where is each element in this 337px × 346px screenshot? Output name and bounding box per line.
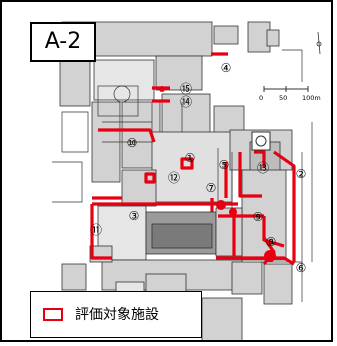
scale-tick-50: 50 xyxy=(279,94,287,102)
facility-13-symbol xyxy=(251,131,271,151)
site-outlines xyxy=(52,49,313,332)
scale-tick-0: 0 xyxy=(259,94,263,102)
map-label: A-2 xyxy=(30,22,96,62)
marker-6: ⑥ xyxy=(296,261,307,275)
marker-10: ⑩ xyxy=(127,136,138,150)
evaluated-facilities xyxy=(90,52,296,266)
buildings xyxy=(59,21,293,340)
marker-5: ⑤ xyxy=(219,158,230,172)
marker-1: ① xyxy=(185,151,196,165)
marker-11: ⑪ xyxy=(90,223,102,237)
scale-tick-100m: 100m xyxy=(302,94,321,102)
marker-8: ⑧ xyxy=(266,235,277,249)
marker-14: ⑭ xyxy=(180,95,192,109)
marker-4: ④ xyxy=(221,61,232,75)
marker-13: ⑬ xyxy=(257,161,269,175)
north-arrow-icon xyxy=(316,31,322,55)
scale-bar xyxy=(263,86,309,92)
legend-swatch xyxy=(43,308,63,321)
legend-label: 評価対象施設 xyxy=(75,307,159,323)
marker-3: ③ xyxy=(129,209,140,223)
facility-markers: ① ② ③ ④ ⑤ ⑥ ⑦ ⑧ ⑨ ⑩ ⑪ ⑫ ⑬ ⑭ ⑮ xyxy=(90,61,306,275)
facility-map: 0 50 100m ① ② ③ ④ ⑤ ⑥ ⑦ ⑧ ⑨ ⑩ ⑪ ⑫ ⑬ ⑭ ⑮ … xyxy=(0,0,333,342)
facility-junctions xyxy=(159,86,276,262)
marker-12: ⑫ xyxy=(168,171,180,185)
marker-15: ⑮ xyxy=(180,82,192,96)
legend: 評価対象施設 xyxy=(30,291,202,338)
site-plan: 0 50 100m ① ② ③ ④ ⑤ ⑥ ⑦ ⑧ ⑨ ⑩ ⑪ ⑫ ⑬ ⑭ ⑮ xyxy=(52,21,322,340)
marker-2: ② xyxy=(296,167,307,181)
marker-9: ⑨ xyxy=(253,210,264,224)
marker-7: ⑦ xyxy=(206,181,217,195)
